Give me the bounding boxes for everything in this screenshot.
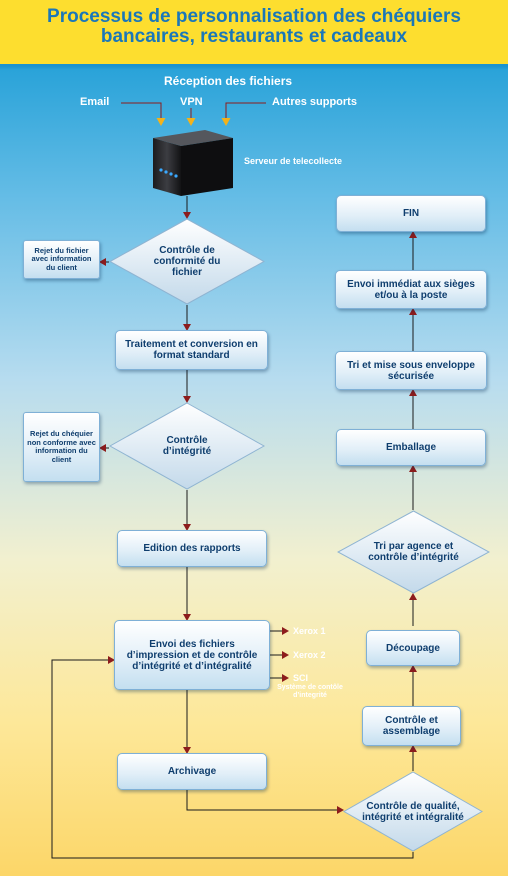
reception-heading: Réception des fichiers: [164, 74, 293, 88]
decision-tri-agence-label: Tri par agence et contrôle d’intégrité: [368, 541, 459, 563]
sci-description: Système de contôle d’integrité: [277, 684, 343, 699]
reject-file-box: Rejet du fichier avec information du cli…: [23, 240, 100, 279]
sci-label: SCI: [293, 673, 309, 683]
server-label: Serveur de telecollecte: [244, 156, 343, 166]
source-autres: Autres supports: [272, 96, 357, 108]
decision-qualite-label: Contrôle de qualité, intégrité et intégr…: [362, 800, 464, 823]
decision-conformite: Contrôle de conformité du fichier: [109, 218, 265, 305]
tri-enveloppe-box: Tri et mise sous enveloppe sécurisée: [335, 351, 487, 390]
archivage-box: Archivage: [117, 753, 267, 790]
reject-cheque-box: Rejet du chéquier non conforme avec info…: [23, 412, 100, 482]
emballage-box: Emballage: [336, 429, 486, 466]
controle-assemblage-box: Contrôle et assemblage: [362, 706, 461, 746]
diagram-title: Processus de personnalisation des chéqui…: [6, 7, 502, 47]
title-line-1: Processus de personnalisation des chéqui…: [47, 6, 461, 27]
traitement-box: Traitement et conversion en format stand…: [115, 330, 268, 370]
xerox1-label: Xerox 1: [293, 626, 326, 636]
server-icon: [153, 130, 233, 196]
decision-conformite-label: Contrôle de conformité du fichier: [153, 245, 221, 278]
source-email: Email: [80, 96, 110, 108]
envoi-immediat-box: Envoi immédiat aux sièges et/ou à la pos…: [335, 270, 487, 309]
decision-tri-agence: Tri par agence et contrôle d’intégrité: [337, 510, 490, 594]
title-line-2: bancaires, restaurants et cadeaux: [100, 26, 408, 47]
decision-integrite: Contrôle d’intégrité: [109, 402, 265, 490]
decision-qualite: Contrôle de qualité, intégrité et intégr…: [343, 771, 483, 852]
edition-box: Edition des rapports: [117, 530, 267, 567]
title-band: [0, 0, 508, 64]
decoupage-box: Découpage: [366, 630, 460, 666]
fin-box: FIN: [336, 195, 486, 232]
decision-integrite-label: Contrôle d’intégrité: [162, 435, 212, 457]
envoi-fichiers-box: Envoi des fichiers d’impression et de co…: [114, 620, 270, 690]
xerox2-label: Xerox 2: [293, 650, 326, 660]
source-vpn: VPN: [180, 96, 203, 108]
